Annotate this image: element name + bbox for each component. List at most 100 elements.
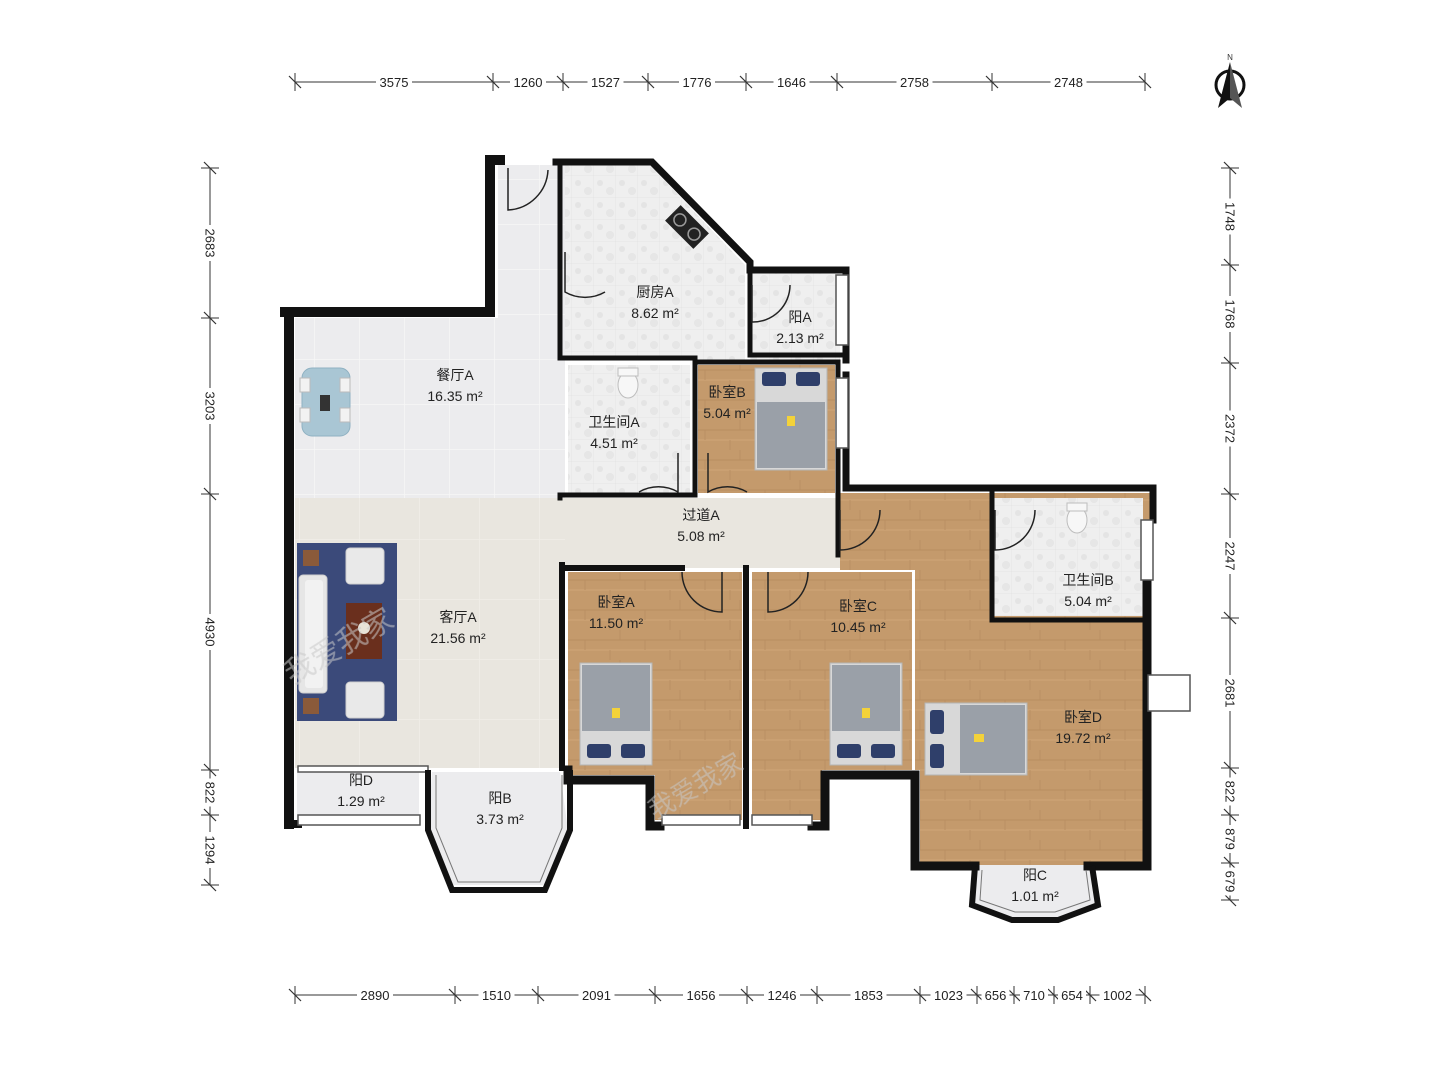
walls <box>280 155 1157 871</box>
bedroom-a-door[interactable] <box>681 571 723 613</box>
bay-window-glass <box>435 775 1091 913</box>
dimension-tick-slash <box>810 988 824 1002</box>
room-name: 卫生间B <box>1062 572 1113 588</box>
toilet-b-tank <box>1066 502 1088 512</box>
dimension-tick-slash <box>913 988 927 1002</box>
dimension-label: 1246 <box>768 988 797 1003</box>
room-area: 8.62 m² <box>631 305 679 321</box>
sofa-cushion <box>305 580 323 688</box>
room-name: 卧室D <box>1064 709 1102 725</box>
dimension-label: 654 <box>1061 988 1083 1003</box>
dimension-label-bg <box>1222 296 1238 332</box>
compass-arrow-shade <box>1230 62 1242 108</box>
bathroom-b-door[interactable] <box>994 509 1036 551</box>
dimension-label-bg <box>1222 675 1238 711</box>
dimension-tick-slash <box>1007 988 1021 1002</box>
bedroom-c-door[interactable] <box>767 571 809 613</box>
dimension-tick-slash <box>288 75 302 89</box>
dimension-tick-slash <box>448 988 462 1002</box>
dimension-label-bg <box>1222 825 1238 853</box>
dimension-label-bg <box>1222 777 1238 806</box>
dimension-label: 2748 <box>1054 75 1083 90</box>
bed-decor <box>787 416 795 426</box>
bed-decor <box>612 708 620 718</box>
dimension-label-bg <box>478 987 515 1003</box>
dimension-tick-slash <box>648 988 662 1002</box>
bed-a-blanket <box>582 665 650 731</box>
corridor-floor <box>565 498 840 568</box>
balcony-b-glass <box>435 775 563 883</box>
bed-c-blanket <box>832 665 900 731</box>
dining-chair <box>299 377 311 393</box>
dining-chair <box>339 377 351 393</box>
dimension-label-bg <box>202 614 218 650</box>
dining-chair <box>299 407 311 423</box>
dimension-label: 822 <box>1223 781 1238 803</box>
room-label-weiB: 卫生间B 5.04 m² <box>1062 572 1113 609</box>
room-name: 阳B <box>488 790 511 806</box>
dimension-label-bg <box>1222 867 1238 896</box>
balcony-a-door[interactable] <box>751 284 791 323</box>
dimension-label: 1002 <box>1103 988 1132 1003</box>
room-name: 过道A <box>682 507 720 523</box>
living-furniture <box>297 543 397 721</box>
dimension-tick-slash <box>1223 258 1237 272</box>
window-bay <box>1147 674 1191 712</box>
room-name: 客厅A <box>439 609 477 625</box>
room-area: 5.04 m² <box>1064 593 1112 609</box>
entry-door[interactable] <box>507 168 549 211</box>
dimension-label-bg <box>357 987 393 1003</box>
dimension-label-bg <box>930 987 967 1003</box>
room-area: 1.29 m² <box>337 793 385 809</box>
dimension-label: 2683 <box>203 229 218 258</box>
dimension-tick-slash <box>1223 856 1237 870</box>
dimension-label: 1260 <box>514 75 543 90</box>
bed-decor <box>974 734 984 742</box>
dimension-label: 3203 <box>203 392 218 421</box>
room-name: 卧室A <box>597 594 635 610</box>
bathroom-a-door[interactable] <box>638 453 679 494</box>
room-area: 11.50 m² <box>589 615 644 631</box>
room-area: 5.04 m² <box>703 405 751 421</box>
dimension-tick-slash <box>203 808 217 822</box>
balcony-c-outline <box>968 865 1102 923</box>
dimension-label: 1527 <box>591 75 620 90</box>
armchair-top <box>345 547 385 585</box>
dimension-tick-slash <box>1223 356 1237 370</box>
room-area: 19.72 m² <box>1055 730 1111 746</box>
dimension-label-bg <box>510 74 546 90</box>
dimension-tick-slash <box>1138 75 1152 89</box>
balcony-b-floor <box>428 772 568 885</box>
dimension-label-bg <box>202 778 218 807</box>
dimension-label: 2890 <box>361 988 390 1003</box>
kitchen-floor <box>565 165 745 360</box>
balcony-d-floor <box>297 772 419 820</box>
dimension-label: 679 <box>1223 871 1238 893</box>
dimension-tick-slash <box>203 878 217 892</box>
dimension-label: 4930 <box>203 618 218 647</box>
dining-chair <box>339 407 351 423</box>
room-area: 2.13 m² <box>776 330 824 346</box>
dimension-label-bg <box>981 987 1010 1003</box>
dimension-tick-slash <box>203 161 217 175</box>
dimension-tick-slash <box>203 763 217 777</box>
window <box>835 274 849 346</box>
north-compass: N <box>1214 53 1246 108</box>
kitchen-door[interactable] <box>564 252 606 299</box>
bedroom-d-door[interactable] <box>839 509 881 551</box>
room-area: 1.01 m² <box>1011 888 1059 904</box>
window <box>1140 519 1154 581</box>
dimension-label: 1768 <box>1223 300 1238 329</box>
dimension-tick-slash <box>531 988 545 1002</box>
bedroom-b-door[interactable] <box>707 453 748 494</box>
window <box>661 814 741 826</box>
room-name: 阳C <box>1023 867 1047 883</box>
dimension-label: 2681 <box>1223 679 1238 708</box>
